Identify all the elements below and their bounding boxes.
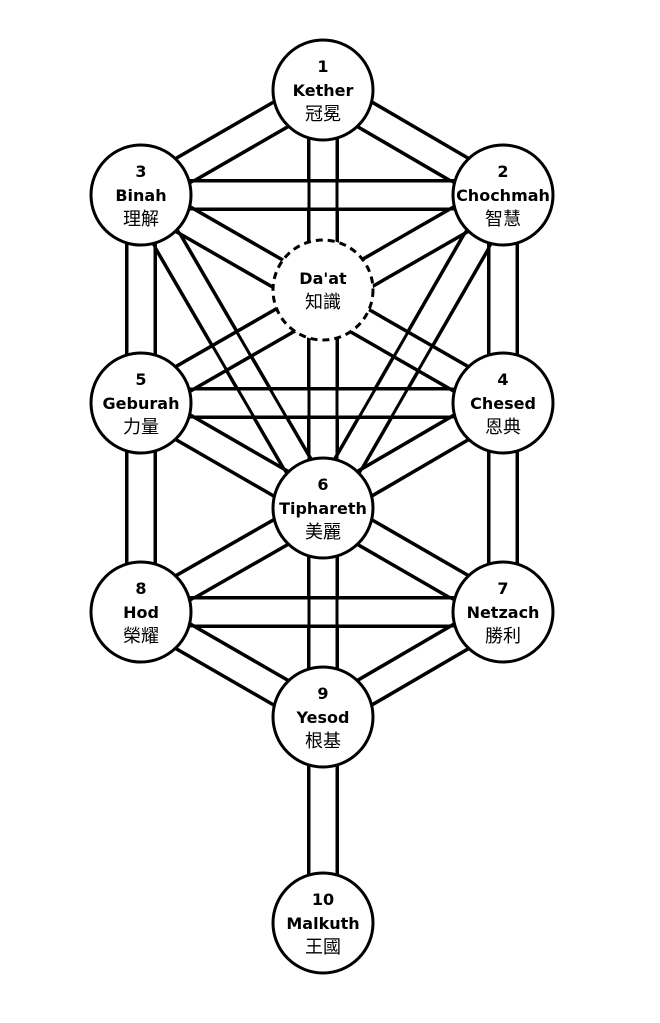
sephirah-name: Chesed bbox=[470, 394, 536, 413]
sephirah-circle-malkuth bbox=[271, 871, 375, 975]
sephirah-cjk: 榮耀 bbox=[123, 626, 159, 647]
sephirah-circle-chochmah bbox=[451, 143, 555, 247]
sephirah-daat: Da'at 知識 bbox=[271, 238, 375, 342]
sephirah-number: 9 bbox=[317, 684, 328, 703]
sephirah-circle-netzach bbox=[451, 560, 555, 664]
sephirah-name: Yesod bbox=[296, 708, 350, 727]
sephirah-cjk: 力量 bbox=[123, 417, 159, 438]
sephirah-circle-geburah bbox=[89, 351, 193, 455]
sephirah-name: Malkuth bbox=[286, 914, 359, 933]
sephirah-name: Chochmah bbox=[456, 186, 550, 205]
sephirah-circle-hod bbox=[89, 560, 193, 664]
sephirah-number: 4 bbox=[497, 370, 508, 389]
sephirah-name: Netzach bbox=[467, 603, 540, 622]
sephirah-name: Binah bbox=[115, 186, 166, 205]
sephirah-number: 3 bbox=[135, 162, 146, 181]
sephirah-cjk: 智慧 bbox=[485, 209, 521, 230]
sephirah-cjk: 王國 bbox=[305, 937, 341, 958]
sephirah-name: Geburah bbox=[103, 394, 180, 413]
sephirah-circle-chesed bbox=[451, 351, 555, 455]
sephirah-circle-tiphareth bbox=[271, 456, 375, 560]
sephirah-cjk: 根基 bbox=[305, 731, 341, 752]
sephirah-name: Da'at bbox=[299, 269, 347, 288]
sephirah-cjk: 冠冕 bbox=[305, 104, 341, 125]
sephirah-number: 7 bbox=[497, 579, 508, 598]
sephirah-name: Tiphareth bbox=[279, 499, 367, 518]
sephirah-number: 8 bbox=[135, 579, 146, 598]
sephirah-circle-binah bbox=[89, 143, 193, 247]
path-edge-binah-tiphareth-0 bbox=[127, 201, 313, 516]
path-edge-chochmah-tiphareth-1 bbox=[333, 201, 517, 516]
sephirah-circle-yesod bbox=[271, 665, 375, 769]
sephirah-cjk: 知識 bbox=[305, 292, 341, 313]
sephirah-name: Kether bbox=[293, 81, 354, 100]
sephirah-circle-daat bbox=[271, 238, 375, 342]
path-edge-chochmah-tiphareth-0 bbox=[309, 187, 493, 502]
sephirah-name: Hod bbox=[123, 603, 159, 622]
sephirah-cjk: 勝利 bbox=[485, 626, 521, 647]
sephirah-cjk: 理解 bbox=[123, 209, 159, 230]
sephirah-cjk: 恩典 bbox=[485, 417, 521, 438]
sephirah-number: 5 bbox=[135, 370, 146, 389]
path-edge-binah-tiphareth-1 bbox=[151, 187, 337, 502]
sephirah-number: 10 bbox=[312, 890, 334, 909]
sephirah-number: 1 bbox=[317, 57, 328, 76]
sephirah-number: 2 bbox=[497, 162, 508, 181]
sephirah-number: 6 bbox=[317, 475, 328, 494]
sephirah-cjk: 美麗 bbox=[305, 522, 341, 543]
sephirah-circle-kether bbox=[271, 38, 375, 142]
